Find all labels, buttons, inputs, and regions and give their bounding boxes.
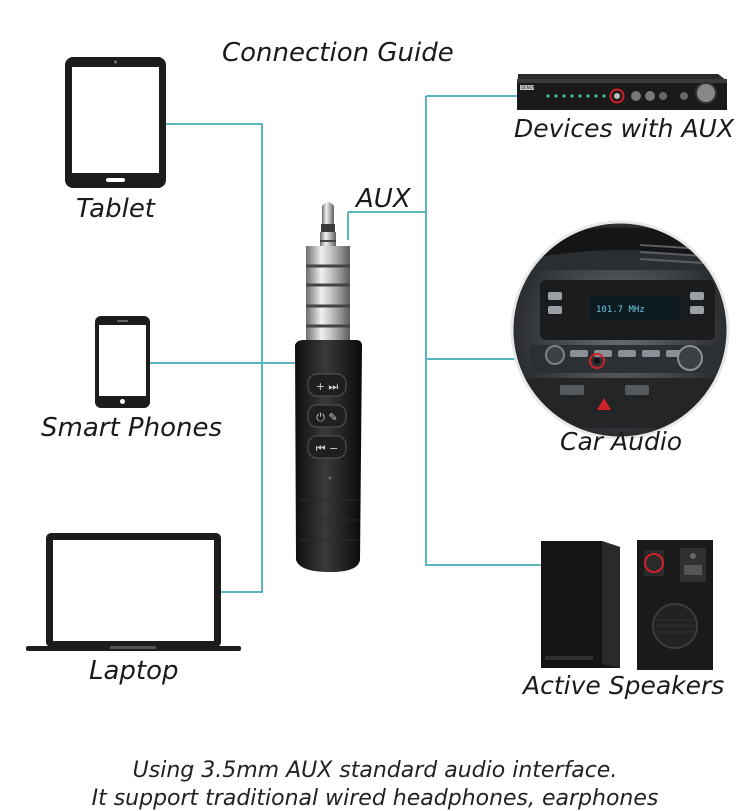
smartphones-label: Smart Phones	[41, 413, 222, 443]
aux-devices-label: Devices with AUX	[514, 114, 734, 143]
car-audio-image: 101.7 MHz	[510, 220, 730, 440]
connector-lines	[150, 95, 542, 593]
svg-text:⏮ −: ⏮ −	[316, 442, 339, 455]
svg-text:+ ⏭: + ⏭	[316, 380, 339, 393]
active-speakers-label: Active Speakers	[523, 671, 725, 700]
amplifier-icon: DENON	[517, 74, 727, 110]
tablet-icon	[65, 57, 166, 188]
aux-bluetooth-receiver: + ⏭ ⏻ ✎ ⏮ −	[295, 202, 362, 572]
car-display-text: 101.7 MHz	[596, 305, 645, 315]
smartphone-icon	[95, 316, 150, 408]
amplifier-badge: DENON	[521, 85, 536, 90]
active-speakers-image	[541, 540, 713, 670]
laptop-icon	[26, 533, 241, 651]
svg-text:⏻ ✎: ⏻ ✎	[316, 411, 337, 424]
tablet-label: Tablet	[76, 194, 156, 224]
page-title: Connection Guide	[222, 38, 454, 68]
aux-label: AUX	[356, 184, 411, 214]
caption-line-1: Using 3.5mm AUX standard audio interface…	[132, 758, 618, 783]
laptop-label: Laptop	[89, 656, 179, 686]
car-audio-label: Car Audio	[560, 427, 683, 456]
caption-line-2: It support traditional wired headphones,…	[91, 786, 659, 811]
